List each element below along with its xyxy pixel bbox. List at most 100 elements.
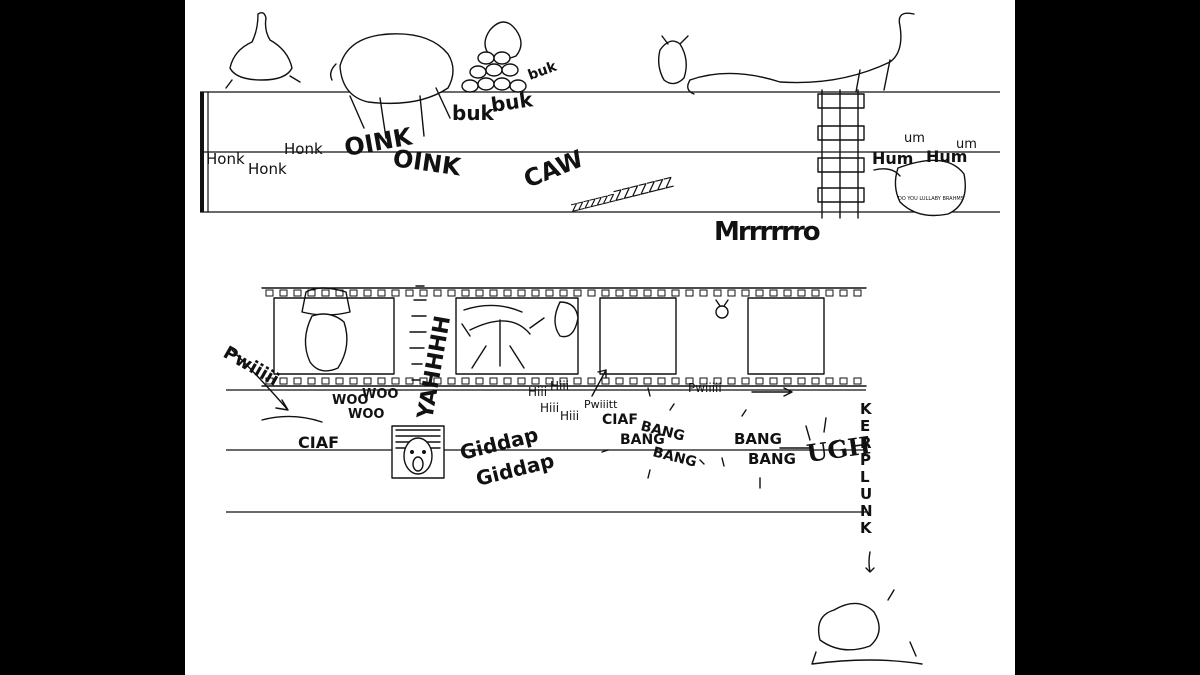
- sprocket-hole: [783, 289, 792, 297]
- oink-text-2: OINK: [391, 144, 464, 181]
- buk-text-1: buk: [452, 101, 495, 125]
- sprocket-hole: [839, 289, 848, 297]
- sprocket-hole: [643, 289, 652, 297]
- buk-text-3: buk: [526, 58, 560, 83]
- indian-chief-icon: [301, 287, 351, 372]
- yahh-text: YAHHHH: [413, 314, 456, 422]
- crow-icon: [657, 35, 689, 85]
- sprocket-hole: [657, 289, 666, 297]
- kerplunk-letter: L: [860, 468, 870, 486]
- sprocket-hole: [601, 289, 610, 297]
- sprocket-hole: [587, 289, 596, 297]
- moo-text: Mrrrrrro: [714, 217, 820, 247]
- sprocket-hole: [489, 377, 498, 385]
- sprocket-hole: [853, 289, 862, 297]
- sprocket-hole: [811, 377, 820, 385]
- um-text-1: um: [904, 131, 925, 146]
- sprocket-hole: [573, 377, 582, 385]
- sprocket-hole: [293, 377, 302, 385]
- sprocket-hole: [349, 289, 358, 297]
- sprocket-hole: [377, 377, 386, 385]
- sprocket-hole: [475, 289, 484, 297]
- sprocket-hole: [601, 377, 610, 385]
- sprocket-hole: [615, 377, 624, 385]
- bang-text-1: BANG: [620, 432, 665, 448]
- film-frame-4: [747, 297, 825, 375]
- cow-icon: [687, 12, 915, 95]
- sprocket-hole: [587, 377, 596, 385]
- kerplunk-letter: N: [860, 502, 873, 520]
- sprocket-hole: [391, 377, 400, 385]
- sprocket-hole: [377, 289, 386, 297]
- goose-icon: [225, 11, 301, 89]
- splash-creature-icon: [811, 589, 923, 665]
- sprocket-hole: [657, 377, 666, 385]
- bang-text-4: BANG: [734, 430, 782, 448]
- kerplunk-letter: E: [860, 417, 870, 435]
- arrow-up-icon: [591, 369, 607, 397]
- sprocket-hole: [769, 377, 778, 385]
- bottom-staff: [226, 389, 866, 513]
- sprocket-hole: [363, 289, 372, 297]
- sprocket-hole: [503, 377, 512, 385]
- sprocket-hole: [629, 289, 638, 297]
- bang-text-3: BANG: [651, 444, 698, 470]
- sprocket-hole: [825, 377, 834, 385]
- splash-left-icon: [261, 415, 323, 423]
- bang-text-5: BANG: [748, 450, 796, 468]
- sprocket-hole: [713, 289, 722, 297]
- sprocket-hole: [349, 377, 358, 385]
- sprocket-hole: [671, 377, 680, 385]
- woo-text-1: WOO: [332, 393, 368, 408]
- pwitt-text: Pwiiitt: [584, 398, 618, 411]
- sprocket-hole: [797, 377, 806, 385]
- sprocket-hole: [279, 289, 288, 297]
- screaming-person-icon: [391, 425, 445, 479]
- sprocket-hole: [545, 289, 554, 297]
- hum-text-1: Hum: [872, 149, 913, 168]
- hii-text-3: Hiii: [540, 401, 559, 415]
- sprocket-hole: [727, 377, 736, 385]
- sprocket-hole: [447, 289, 456, 297]
- sprocket-hole: [853, 377, 862, 385]
- sprocket-hole: [461, 289, 470, 297]
- sprocket-hole: [461, 377, 470, 385]
- sprocket-hole: [321, 377, 330, 385]
- film-frame-3: [599, 297, 677, 375]
- cowboy-horse-icon: [461, 301, 579, 369]
- honk-text-1: Honk: [206, 150, 245, 168]
- sprocket-hole: [307, 377, 316, 385]
- hii-text-1: Hiii: [528, 385, 547, 399]
- sprocket-hole: [489, 289, 498, 297]
- arrow-left-icon: [231, 349, 289, 411]
- sprocket-hole: [615, 289, 624, 297]
- yahh-dashes-icon: [409, 285, 427, 381]
- caf-mid-text: CIAF: [602, 412, 638, 428]
- sprocket-hole: [699, 289, 708, 297]
- sprocket-hole: [685, 289, 694, 297]
- sprocket-hole: [713, 377, 722, 385]
- sprocket-hole: [769, 289, 778, 297]
- hen-icon: [461, 21, 527, 93]
- sprocket-hole: [559, 377, 568, 385]
- pwing-right-text: Pwiiiii: [688, 381, 722, 395]
- woo-text-3: WOO: [348, 407, 384, 422]
- sprocket-hole: [265, 377, 274, 385]
- kerplunk-letter: R: [860, 434, 872, 452]
- sprocket-hole: [391, 289, 400, 297]
- sprocket-hole: [559, 289, 568, 297]
- sprocket-hole: [363, 377, 372, 385]
- sprocket-hole: [671, 289, 680, 297]
- sprocket-hole: [545, 377, 554, 385]
- pwing-left-text: Pwiiiii: [220, 342, 283, 391]
- caf-left-text: CIAF: [298, 433, 339, 452]
- film-sprockets: [265, 289, 862, 385]
- sprocket-hole: [335, 377, 344, 385]
- sprocket-hole: [475, 377, 484, 385]
- hii-text-2: Hiii: [550, 379, 569, 393]
- sprocket-hole: [265, 289, 274, 297]
- kerplunk-letter: K: [860, 400, 873, 418]
- sprocket-hole: [279, 377, 288, 385]
- kerplunk-letter: P: [860, 451, 871, 469]
